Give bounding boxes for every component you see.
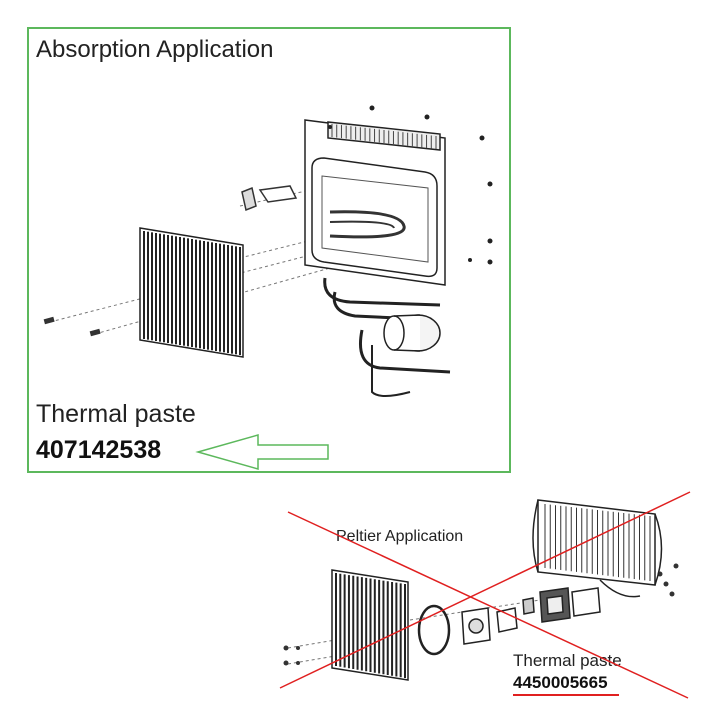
screws-left: [43, 316, 101, 337]
absorption-paste-code: 407142538: [36, 436, 162, 464]
peltier-paste-code: 4450005665: [513, 673, 608, 692]
bracket-part: [241, 185, 298, 212]
radiator: [532, 499, 663, 598]
absorption-frame: [27, 27, 511, 473]
absorption-title: Absorption Application: [36, 36, 274, 63]
fan-module: [461, 587, 601, 645]
cross-line-2: [279, 491, 691, 689]
back-plate: [304, 119, 451, 397]
peltier-fin-grille: [331, 569, 409, 681]
peltier-title: Peltier Application: [336, 528, 464, 545]
peltier-code-underline: [513, 694, 619, 696]
peltier-paste-label: Thermal paste: [513, 651, 622, 670]
cross-line-1: [287, 511, 689, 699]
fin-grille: [139, 227, 244, 358]
pointer-arrow: [195, 434, 329, 470]
absorption-paste-label: Thermal paste: [36, 400, 196, 428]
peltier-assembly-lines: [287, 599, 541, 665]
gasket-ring: [417, 604, 451, 656]
plate-screws: [328, 105, 493, 265]
